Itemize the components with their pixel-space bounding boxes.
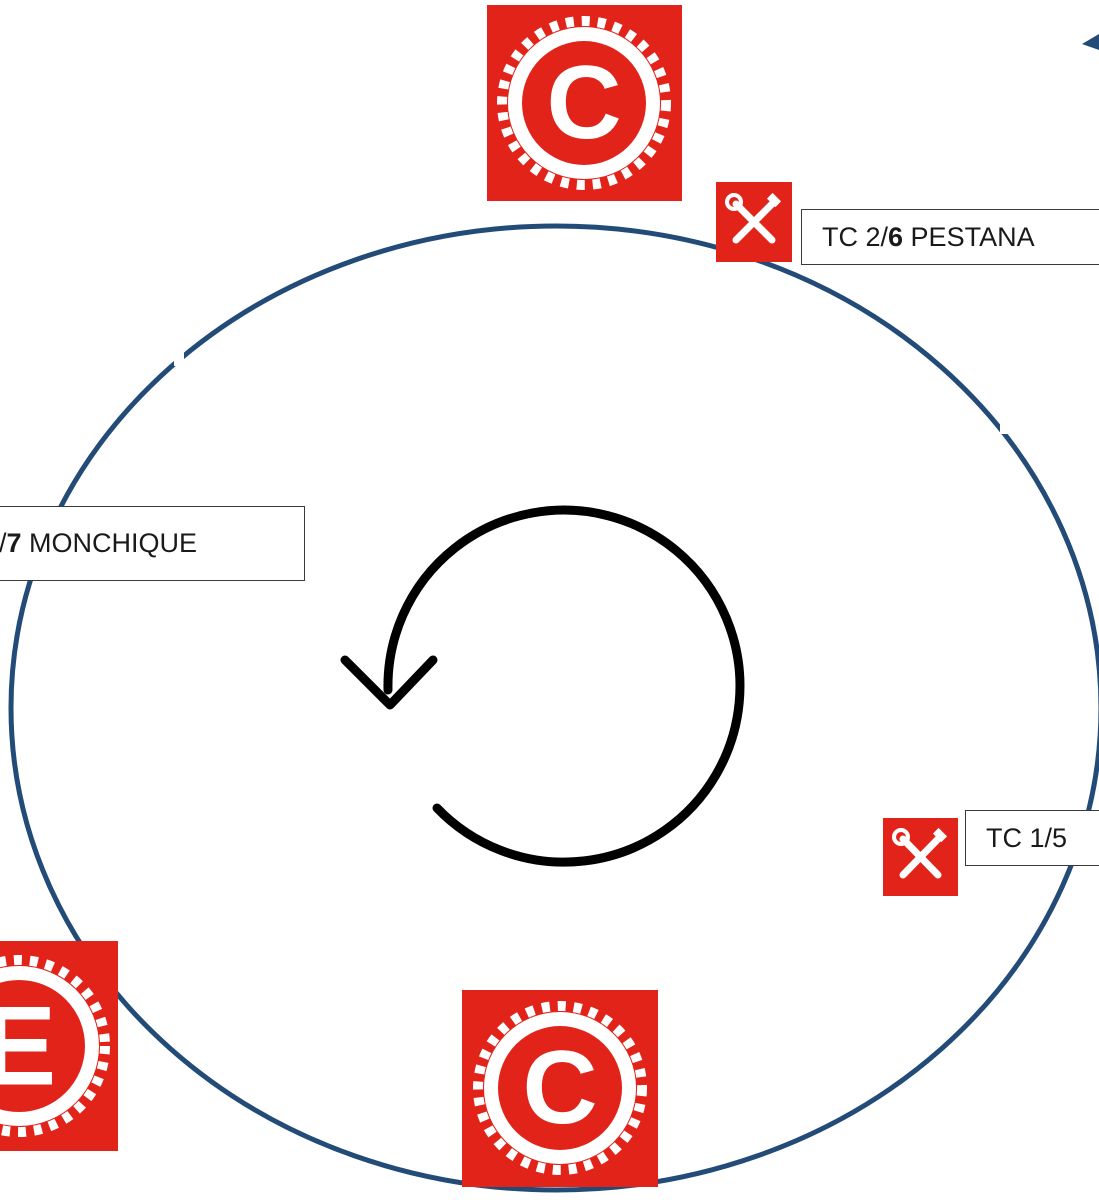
sign-letter: E [0,984,56,1109]
station-label-text: TC 1/5 [986,822,1068,853]
counterclockwise-arrow-icon [340,505,745,867]
service-sign [716,182,792,262]
ring-gap [1000,420,1010,434]
control-sign: C [487,5,682,201]
sign-letter: C [546,45,621,161]
tools-icon [883,818,958,896]
end-sign: E [0,941,118,1151]
control-sign: C [462,990,658,1187]
station-label-text: /7 MONCHIQUE [0,530,197,557]
tools-icon [716,182,792,262]
station-label-segment: 6 [888,221,904,252]
service-sign [883,818,958,896]
arrow-tip-icon [1082,34,1099,50]
ring-gap [174,346,184,366]
station-label-segment: 7 [6,528,22,558]
route-ring [8,223,1099,1193]
gear-c-icon: C [462,990,658,1187]
gear-c-icon: C [487,5,682,201]
station-label-segment: TC 2/ [822,221,889,252]
station-label-segment: MONCHIQUE [21,528,198,558]
station-label-monchique: /7 MONCHIQUE [0,506,305,581]
station-label-tc1: TC 1/5 [965,810,1099,866]
gear-e-icon: E [0,941,118,1151]
station-label-segment: / [0,528,7,558]
station-label-text: TC 2/6 PESTANA [822,221,1035,252]
station-label-segment: TC 1/5 [986,822,1068,853]
station-label-segment: PESTANA [903,221,1035,252]
sign-letter: C [522,1030,597,1146]
station-label-pestana: TC 2/6 PESTANA [801,209,1099,265]
